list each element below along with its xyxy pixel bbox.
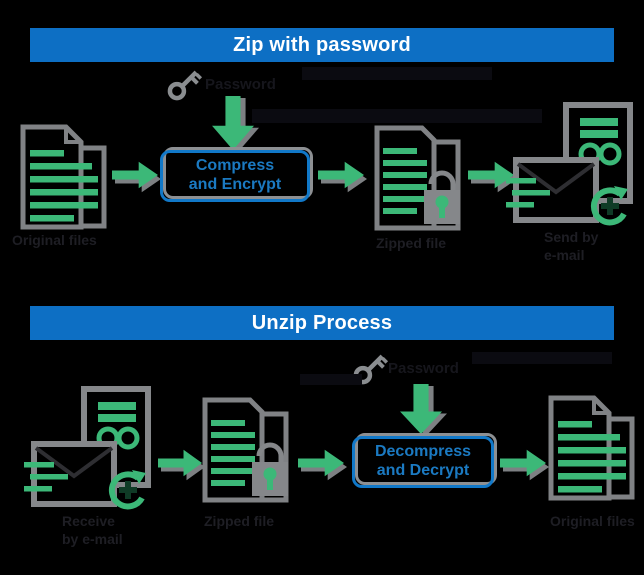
source-files-label: Original files <box>12 232 97 248</box>
document-icon <box>548 395 635 501</box>
zip-password-label: Password <box>205 76 276 93</box>
zip-section-title: Zip with password <box>233 33 411 56</box>
decompress-box-line2: and Decrypt <box>376 462 470 479</box>
decompress-decrypt-box: Decompress and Decrypt <box>352 433 497 488</box>
compress-encrypt-box: Compress and Encrypt <box>160 147 313 202</box>
artifact-bar <box>472 352 612 364</box>
compress-box-line2: and Encrypt <box>188 176 282 193</box>
zip-file-lock-icon <box>374 125 461 231</box>
email-zip-icon <box>24 386 151 510</box>
artifact-bar <box>302 67 492 80</box>
arrow-right-icon <box>158 448 205 481</box>
zip-section-header: Zip with password <box>30 28 614 62</box>
arrow-right-icon <box>500 448 549 481</box>
arrow-right-icon <box>298 448 347 481</box>
receive-email-label: Receive by e-mail <box>62 512 123 548</box>
receive-email-label-line1: Receive <box>62 513 115 529</box>
arrow-right-icon <box>112 160 161 193</box>
artifact-bar <box>252 109 542 123</box>
document-icon <box>20 124 107 230</box>
key-icon <box>353 354 389 385</box>
unzip-section-title: Unzip Process <box>251 311 393 334</box>
email-zip-icon <box>506 102 633 226</box>
zipped-file-label: Zipped file <box>376 235 446 251</box>
box-shadow-outline <box>163 147 313 199</box>
key-icon <box>167 70 203 101</box>
send-email-label: Send by e-mail <box>544 228 598 264</box>
receive-email-label-line2: by e-mail <box>62 531 123 548</box>
decompress-box-line1: Decompress <box>374 443 472 461</box>
artifact-bar <box>300 374 362 385</box>
zipped-file-label: Zipped file <box>204 513 274 529</box>
arrow-down-icon <box>212 96 259 152</box>
send-email-label-line1: Send by <box>544 229 599 245</box>
zip-file-lock-icon <box>202 397 289 503</box>
output-files-label: Original files <box>550 513 635 529</box>
box-shadow-outline <box>355 433 497 485</box>
unzip-password-label: Password <box>388 360 459 377</box>
arrow-right-icon <box>468 160 517 193</box>
arrow-right-icon <box>318 160 367 193</box>
compress-box-line1: Compress <box>195 157 275 175</box>
unzip-section-header: Unzip Process <box>30 306 614 340</box>
send-email-label-line2: e-mail <box>544 247 585 264</box>
arrow-down-icon <box>400 384 447 436</box>
